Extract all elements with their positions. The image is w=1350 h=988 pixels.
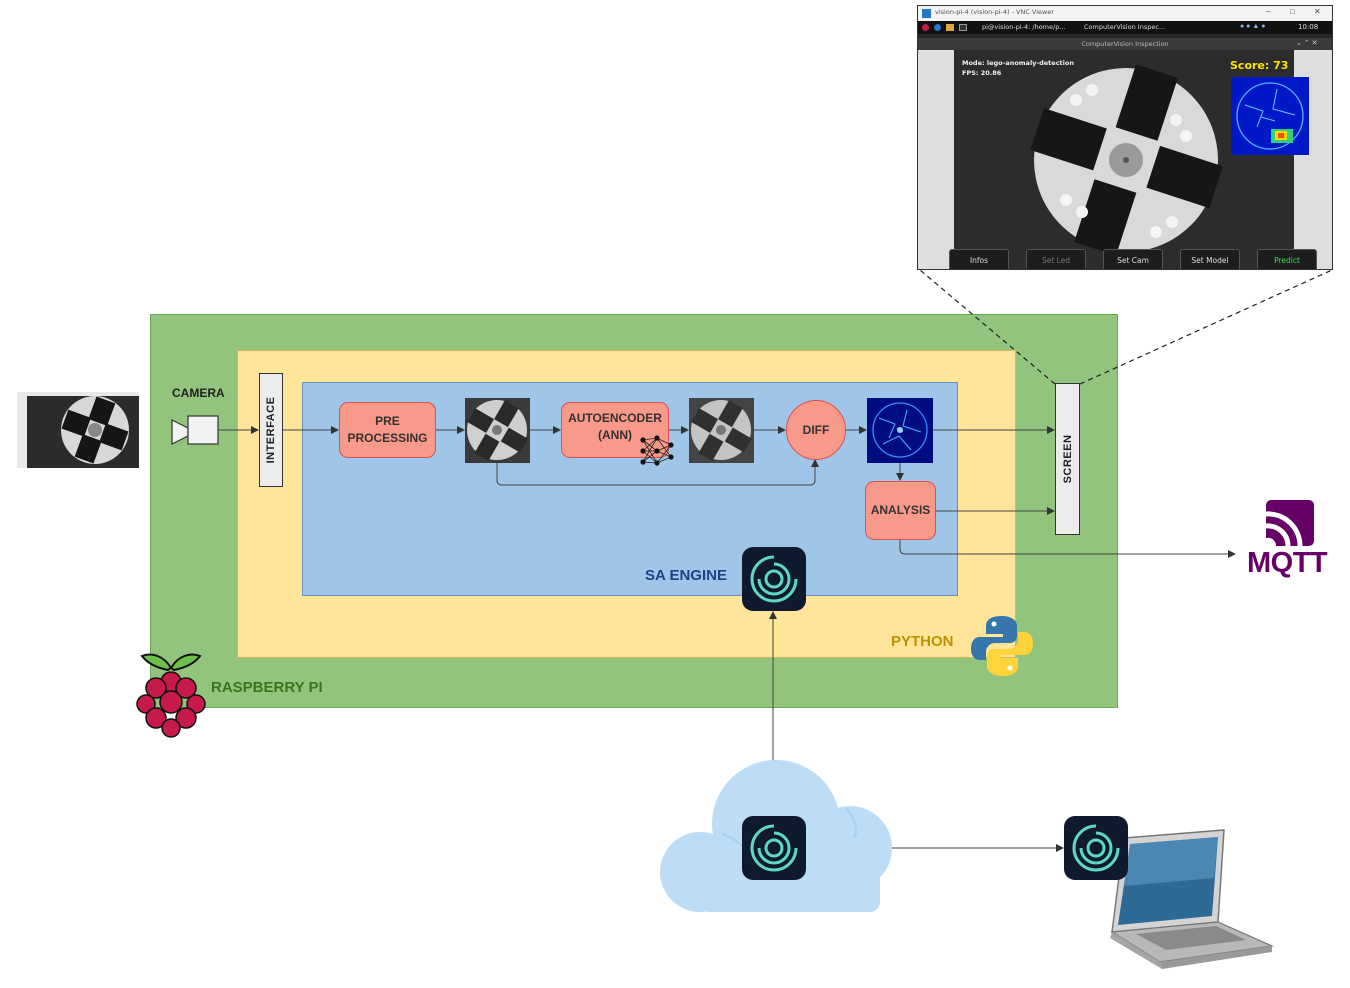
sa-engine-label: SA ENGINE [645, 567, 727, 584]
fps-text: FPS: 20.86 [962, 69, 1002, 77]
taskbar-clock: 10:08 [1298, 23, 1319, 31]
set-cam-button[interactable]: Set Cam [1103, 249, 1163, 269]
python-logo [971, 616, 1033, 676]
app-title: ComputerVision Inspection [1081, 40, 1169, 48]
preprocessing-label: PRE PROCESSING [347, 414, 428, 445]
browser-icon[interactable] [934, 24, 941, 31]
python-label: PYTHON [891, 633, 954, 650]
mode-text: Mode: lego-anomaly-detection [962, 59, 1074, 67]
interface-label: INTERFACE [265, 396, 277, 464]
camera-label: CAMERA [172, 386, 225, 400]
raspberry-pi-label: RASPBERRY PI [211, 679, 323, 696]
predict-button[interactable]: Predict [1257, 249, 1317, 269]
laptop-icon [1110, 829, 1275, 969]
close-icon[interactable]: ✕ [1314, 7, 1321, 16]
pi-taskbar: pi@vision-pi-4: /home/p... ComputerVisio… [918, 21, 1332, 34]
preprocessing-box: PRE PROCESSING [339, 402, 436, 458]
infos-button[interactable]: Infos [949, 249, 1009, 269]
interface-box: INTERFACE [259, 373, 283, 487]
maximize-icon[interactable]: □ [1290, 7, 1295, 16]
video-frame: Mode: lego-anomaly-detection FPS: 20.86 … [918, 50, 1332, 269]
sa-engine-logo [742, 547, 806, 611]
score-heatmap [1231, 77, 1309, 155]
sa-engine-cloud-logo [742, 816, 806, 880]
difference-heatmap [867, 398, 933, 463]
analysis-box: ANALYSIS [865, 481, 936, 540]
set-led-button[interactable]: Set Led [1026, 249, 1086, 269]
analysis-label: ANALYSIS [870, 503, 931, 517]
app-window-controls[interactable]: ⌄ ⌃ ✕ [1296, 40, 1318, 47]
folder-icon[interactable] [946, 24, 954, 31]
status-tray-icons: ● ● ▲ ● [1240, 23, 1266, 30]
terminal-icon[interactable] [959, 24, 967, 31]
mqtt-logo [1266, 500, 1314, 546]
app-titlebar: ComputerVision Inspection ⌄ ⌃ ✕ [918, 38, 1332, 50]
raspberry-pi-logo [136, 653, 206, 738]
lego-disc [1030, 64, 1223, 256]
mqtt-label: MQTT [1247, 547, 1328, 579]
input-photo [17, 392, 139, 468]
diff-label: DIFF [802, 422, 830, 437]
reconstructed-image [689, 398, 754, 463]
vnc-app-icon [922, 9, 931, 18]
sa-engine-laptop-logo [1064, 816, 1128, 880]
vnc-window: vision-pi-4 (vision-pi-4) - VNC Viewer –… [917, 5, 1333, 270]
preprocessed-image [465, 398, 530, 463]
diff-circle: DIFF [786, 400, 846, 460]
vnc-title: vision-pi-4 (vision-pi-4) - VNC Viewer [935, 8, 1055, 16]
camera-icon [171, 415, 219, 445]
raspberry-menu-icon[interactable] [922, 24, 929, 31]
screen-box: SCREEN [1055, 383, 1080, 535]
minimize-icon[interactable]: – [1266, 7, 1271, 16]
autoencoder-label: AUTOENCODER (ANN) [568, 411, 662, 442]
vnc-titlebar: vision-pi-4 (vision-pi-4) - VNC Viewer –… [918, 6, 1332, 21]
taskbar-app[interactable]: ComputerVision Inspec... [1084, 23, 1166, 31]
neural-network-icon [640, 435, 674, 466]
taskbar-terminal[interactable]: pi@vision-pi-4: /home/p... [982, 23, 1066, 31]
screen-label: SCREEN [1061, 434, 1074, 484]
set-model-button[interactable]: Set Model [1180, 249, 1240, 269]
score-text: Score: 73 [1230, 59, 1289, 72]
